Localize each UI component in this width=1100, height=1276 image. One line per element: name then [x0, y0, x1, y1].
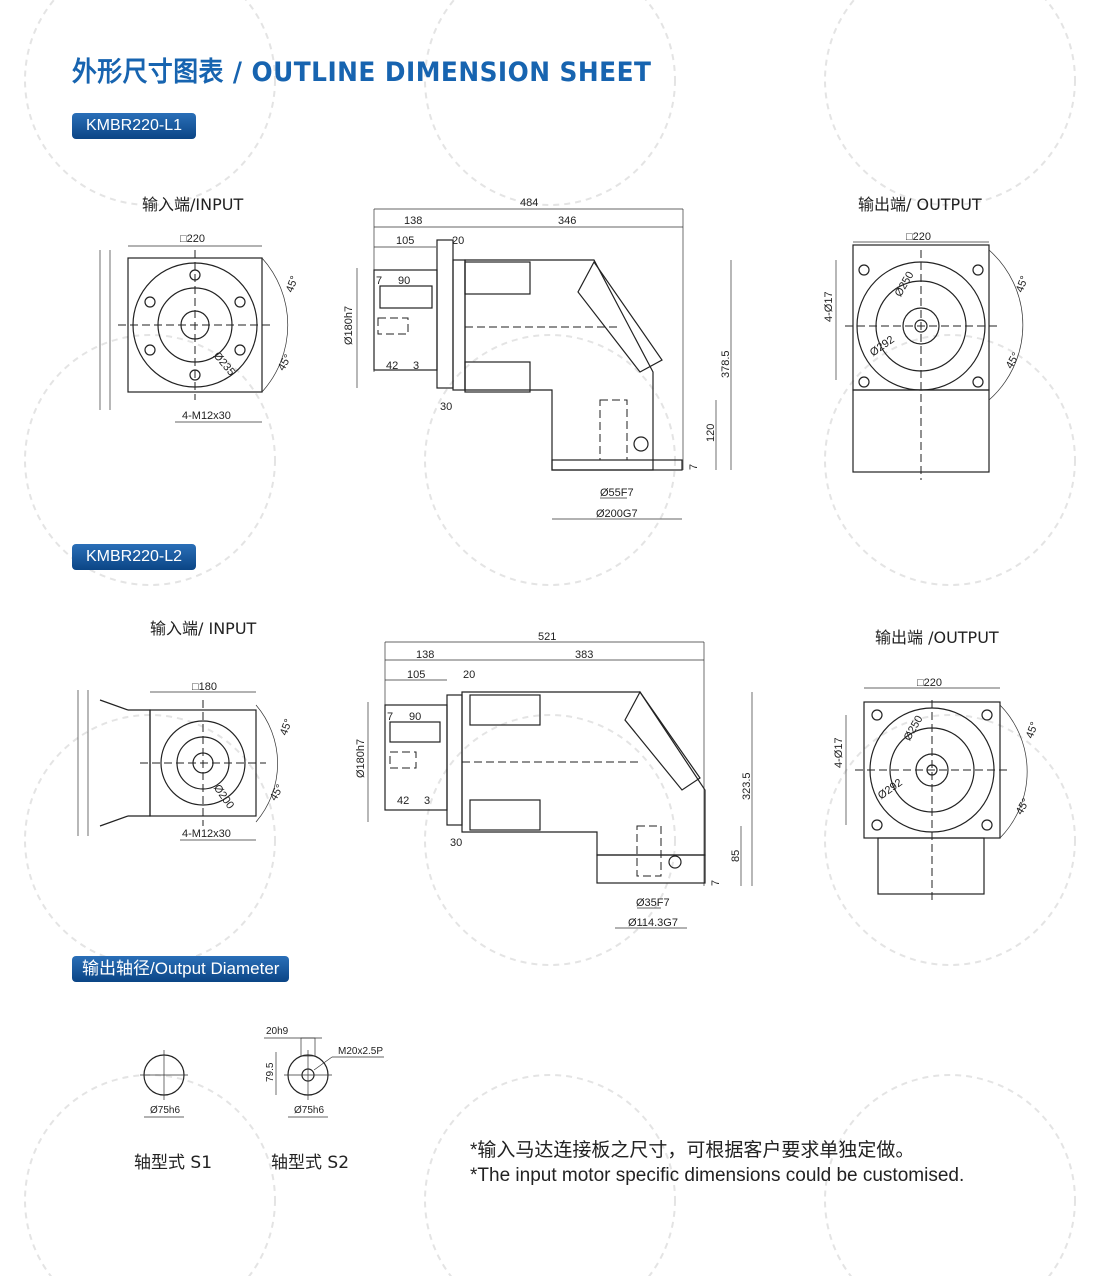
dimension-label: □220: [180, 233, 205, 245]
dimension-label: Ø35F7: [636, 897, 670, 909]
dimension-label: Ø75h6: [294, 1105, 324, 1116]
page-title: 外形尺寸图表 / OUTLINE DIMENSION SHEET: [72, 57, 652, 88]
dimension-label: 45°: [1014, 274, 1031, 294]
dimension-label: □220: [906, 231, 931, 243]
note-english: *The input motor specific dimensions cou…: [470, 1165, 965, 1186]
dimension-label: 7: [376, 275, 382, 287]
dimension-label: 45°: [278, 717, 295, 737]
model-badge-l1: KMBR220-L1: [72, 113, 197, 139]
dimension-label: Ø55F7: [600, 487, 634, 499]
model-badge-l2: KMBR220-L2: [72, 544, 197, 570]
dimension-label: 30: [450, 837, 462, 849]
dimension-label: 4-Ø17: [823, 291, 835, 322]
l2-side-view: 521 138 383 105 20 Ø180h7 7 90 42 3 30 323.5…: [355, 631, 753, 929]
l2-output-view: □220 4-Ø17 Ø250 Ø292 45° 45°: [833, 677, 1041, 900]
note-chinese: *输入马达连接板之尺寸，可根据客户要求单独定做。: [470, 1140, 915, 1161]
shaft-s1-label: 轴型式 S1: [134, 1153, 213, 1173]
dimension-label: 120: [705, 424, 717, 442]
output-label-l1: 输出端/ OUTPUT: [858, 195, 982, 214]
dimension-label: 4-Ø17: [833, 737, 845, 768]
dimension-label: 45°: [1004, 351, 1023, 371]
dimension-label: 20h9: [266, 1026, 289, 1037]
customisation-note: *输入马达连接板之尺寸，可根据客户要求单独定做。 *The input moto…: [470, 1138, 964, 1188]
input-label-l2: 输入端/ INPUT: [150, 619, 257, 638]
dimension-label: □220: [917, 677, 942, 689]
dimension-label: Ø114.3G7: [628, 917, 678, 929]
dimension-label: 42: [397, 795, 409, 807]
input-label-l1: 输入端/INPUT: [142, 195, 244, 214]
dimension-label: 484: [520, 197, 538, 209]
dimension-label: 7: [710, 880, 722, 886]
dimension-label: 45°: [276, 353, 295, 373]
l1-side-view: 484 138 346 105 20 Ø180h7 7 90 42 3 30 378.5…: [343, 197, 732, 520]
dimension-label: 138: [416, 649, 434, 661]
dimension-label: 45°: [1014, 797, 1033, 817]
dimension-label: 45°: [1024, 720, 1041, 740]
dimension-label: 105: [396, 235, 414, 247]
dimension-label: M20x2.5P: [338, 1046, 383, 1057]
dimension-label: 323.5: [741, 772, 753, 800]
dimension-label: Ø250: [893, 270, 917, 299]
dimension-label: Ø200: [211, 782, 236, 811]
dimension-label: Ø180h7: [343, 306, 355, 345]
dimension-label: 7: [688, 464, 700, 470]
l1-output-view: □220 4-Ø17 Ø250 Ø292 45° 45°: [823, 231, 1031, 480]
dimension-label: □180: [192, 681, 217, 693]
dimension-label: Ø200G7: [596, 508, 638, 520]
dimension-label: 3: [413, 360, 419, 372]
dimension-label: Ø180h7: [355, 739, 367, 778]
dimension-label: 378.5: [720, 350, 732, 378]
dimension-label: 521: [538, 631, 556, 643]
output-label-l2: 输出端 /OUTPUT: [875, 628, 999, 647]
dimension-label: 90: [409, 711, 421, 723]
dimension-label: 7: [387, 711, 393, 723]
dimension-label: 383: [575, 649, 593, 661]
shaft-s1: Ø75h6: [140, 1050, 188, 1118]
dimension-label: 105: [407, 669, 425, 681]
dimension-label: 138: [404, 215, 422, 227]
dimension-label: Ø292: [868, 334, 897, 359]
dimension-label: Ø75h6: [150, 1105, 180, 1116]
output-diameter-badge: 输出轴径/Output Diameter: [72, 956, 290, 982]
dimension-label: 45°: [284, 274, 301, 294]
dimension-label: 20: [463, 669, 475, 681]
shaft-s2-label: 轴型式 S2: [271, 1153, 350, 1173]
dimension-label: 79.5: [265, 1062, 276, 1082]
dimension-label: 20: [452, 235, 464, 247]
dimension-label: 85: [730, 850, 742, 862]
dimension-label: 4-M12x30: [182, 828, 231, 840]
l2-input-view: □180 45° 45° Ø200 4-M12x30: [77, 681, 295, 841]
dimension-label: 346: [558, 215, 576, 227]
dimension-label: 42: [386, 360, 398, 372]
l1-input-view: □220 45° 45° Ø235 4-M12x30: [99, 233, 301, 423]
dimension-label: 4-M12x30: [182, 410, 231, 422]
shaft-s2: 20h9 79.5 M20x2.5P Ø75h6: [264, 1026, 384, 1118]
dimension-label: 3: [424, 795, 430, 807]
dimension-label: Ø250: [902, 714, 926, 743]
dimension-label: 30: [440, 401, 452, 413]
dimension-label: 90: [398, 275, 410, 287]
